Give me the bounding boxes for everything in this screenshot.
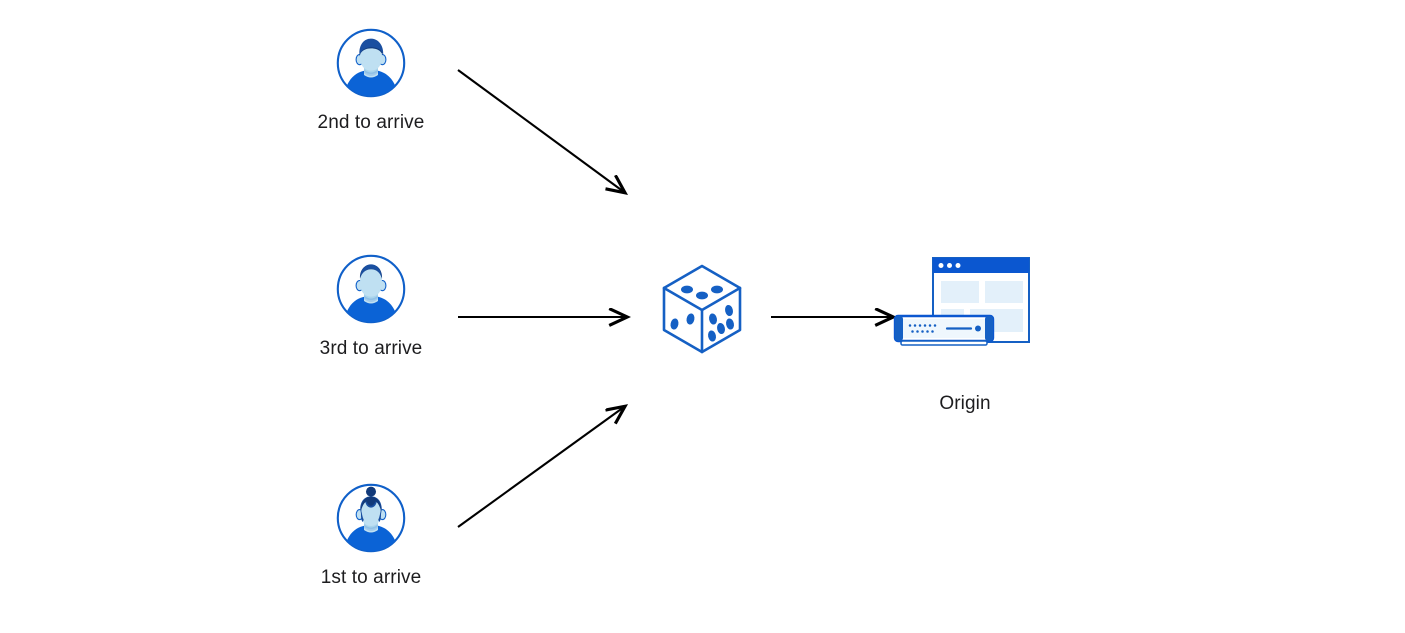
- dice-icon: [657, 262, 747, 356]
- node-client-3rd[interactable]: 3rd to arrive: [291, 252, 451, 360]
- origin-server-icon: [885, 252, 1045, 367]
- arrow-1st-to-dice: [457, 407, 624, 528]
- arrow-2nd-to-dice: [457, 69, 624, 192]
- node-label: Origin: [939, 393, 991, 414]
- node-client-1st[interactable]: 1st to arrive: [291, 481, 451, 589]
- user-avatar-icon: [334, 26, 408, 100]
- node-dice[interactable]: [657, 262, 747, 356]
- user-avatar-icon: [334, 252, 408, 326]
- node-label: 1st to arrive: [320, 567, 422, 588]
- node-label: 3rd to arrive: [319, 338, 423, 359]
- server-appliance-icon: [893, 314, 995, 346]
- node-label: 2nd to arrive: [317, 112, 425, 133]
- node-client-2nd[interactable]: 2nd to arrive: [291, 26, 451, 134]
- user-avatar-icon: [334, 481, 408, 555]
- node-origin[interactable]: Origin: [885, 252, 1045, 415]
